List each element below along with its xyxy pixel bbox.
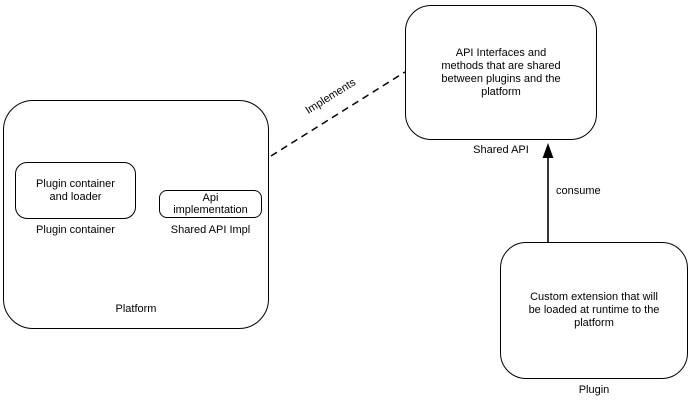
api-implementation-node: Api implementation: [159, 190, 262, 218]
plugin-container-node: Plugin container and loader: [15, 162, 136, 219]
plugin-text: Custom extension that will be loaded at …: [528, 291, 660, 329]
shared-api-text: API Interfaces and methods that are shar…: [441, 46, 561, 98]
plugin-container-label: Plugin container: [36, 224, 115, 236]
plugin-node: Custom extension that will be loaded at …: [500, 242, 688, 379]
consume-edge-label: consume: [556, 185, 601, 197]
implements-edge-label: Implements: [303, 76, 359, 117]
api-implementation-text: Api implementation: [173, 192, 248, 216]
api-implementation-label: Shared API Impl: [170, 224, 251, 236]
shared-api-label: Shared API: [473, 144, 529, 156]
plugin-label: Plugin: [578, 384, 610, 396]
platform-label: Platform: [115, 303, 157, 315]
plugin-container-text: Plugin container and loader: [36, 177, 115, 203]
shared-api-node: API Interfaces and methods that are shar…: [405, 5, 597, 140]
